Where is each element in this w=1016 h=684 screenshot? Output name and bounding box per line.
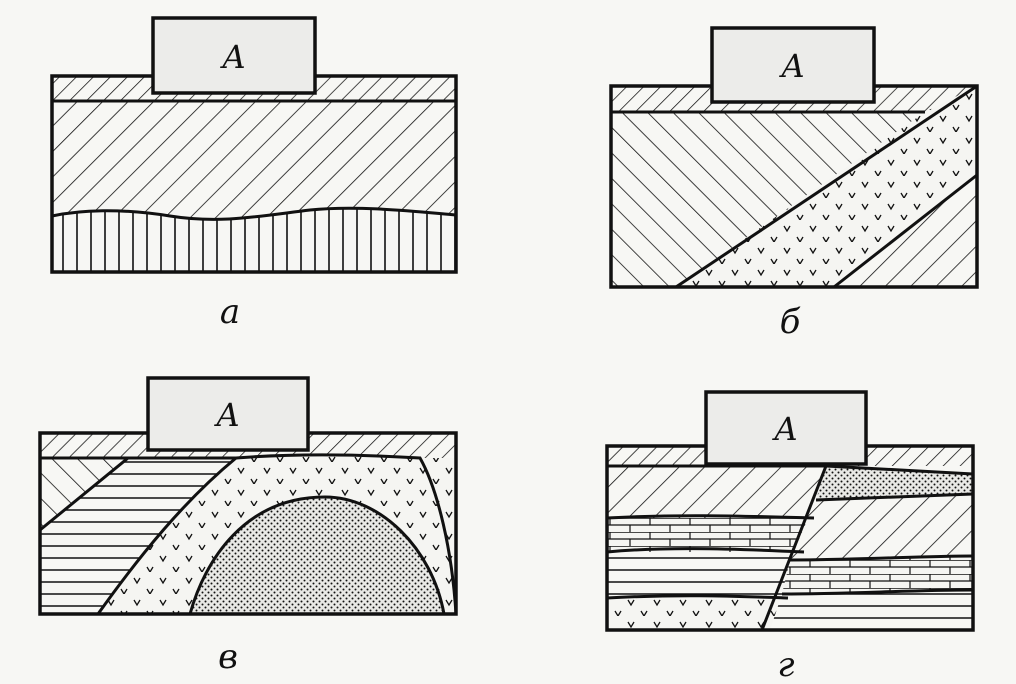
panel-caption: в [218, 637, 238, 677]
block-label: A [213, 396, 239, 434]
panel-caption: б [780, 302, 801, 342]
foundation-block [146, 376, 310, 452]
panel-caption: г [777, 645, 794, 684]
block-label: A [778, 47, 804, 85]
panel-v: A в [38, 376, 458, 677]
panel-b: A б [609, 26, 979, 342]
foundation-block [704, 390, 868, 466]
block-label: A [219, 38, 245, 76]
panel-a: A а [50, 16, 458, 332]
panel-caption: а [220, 292, 240, 332]
foundation-block [151, 16, 317, 95]
foundation-block [710, 26, 876, 104]
block-label: A [771, 410, 797, 448]
panel-g: A г [605, 390, 975, 684]
